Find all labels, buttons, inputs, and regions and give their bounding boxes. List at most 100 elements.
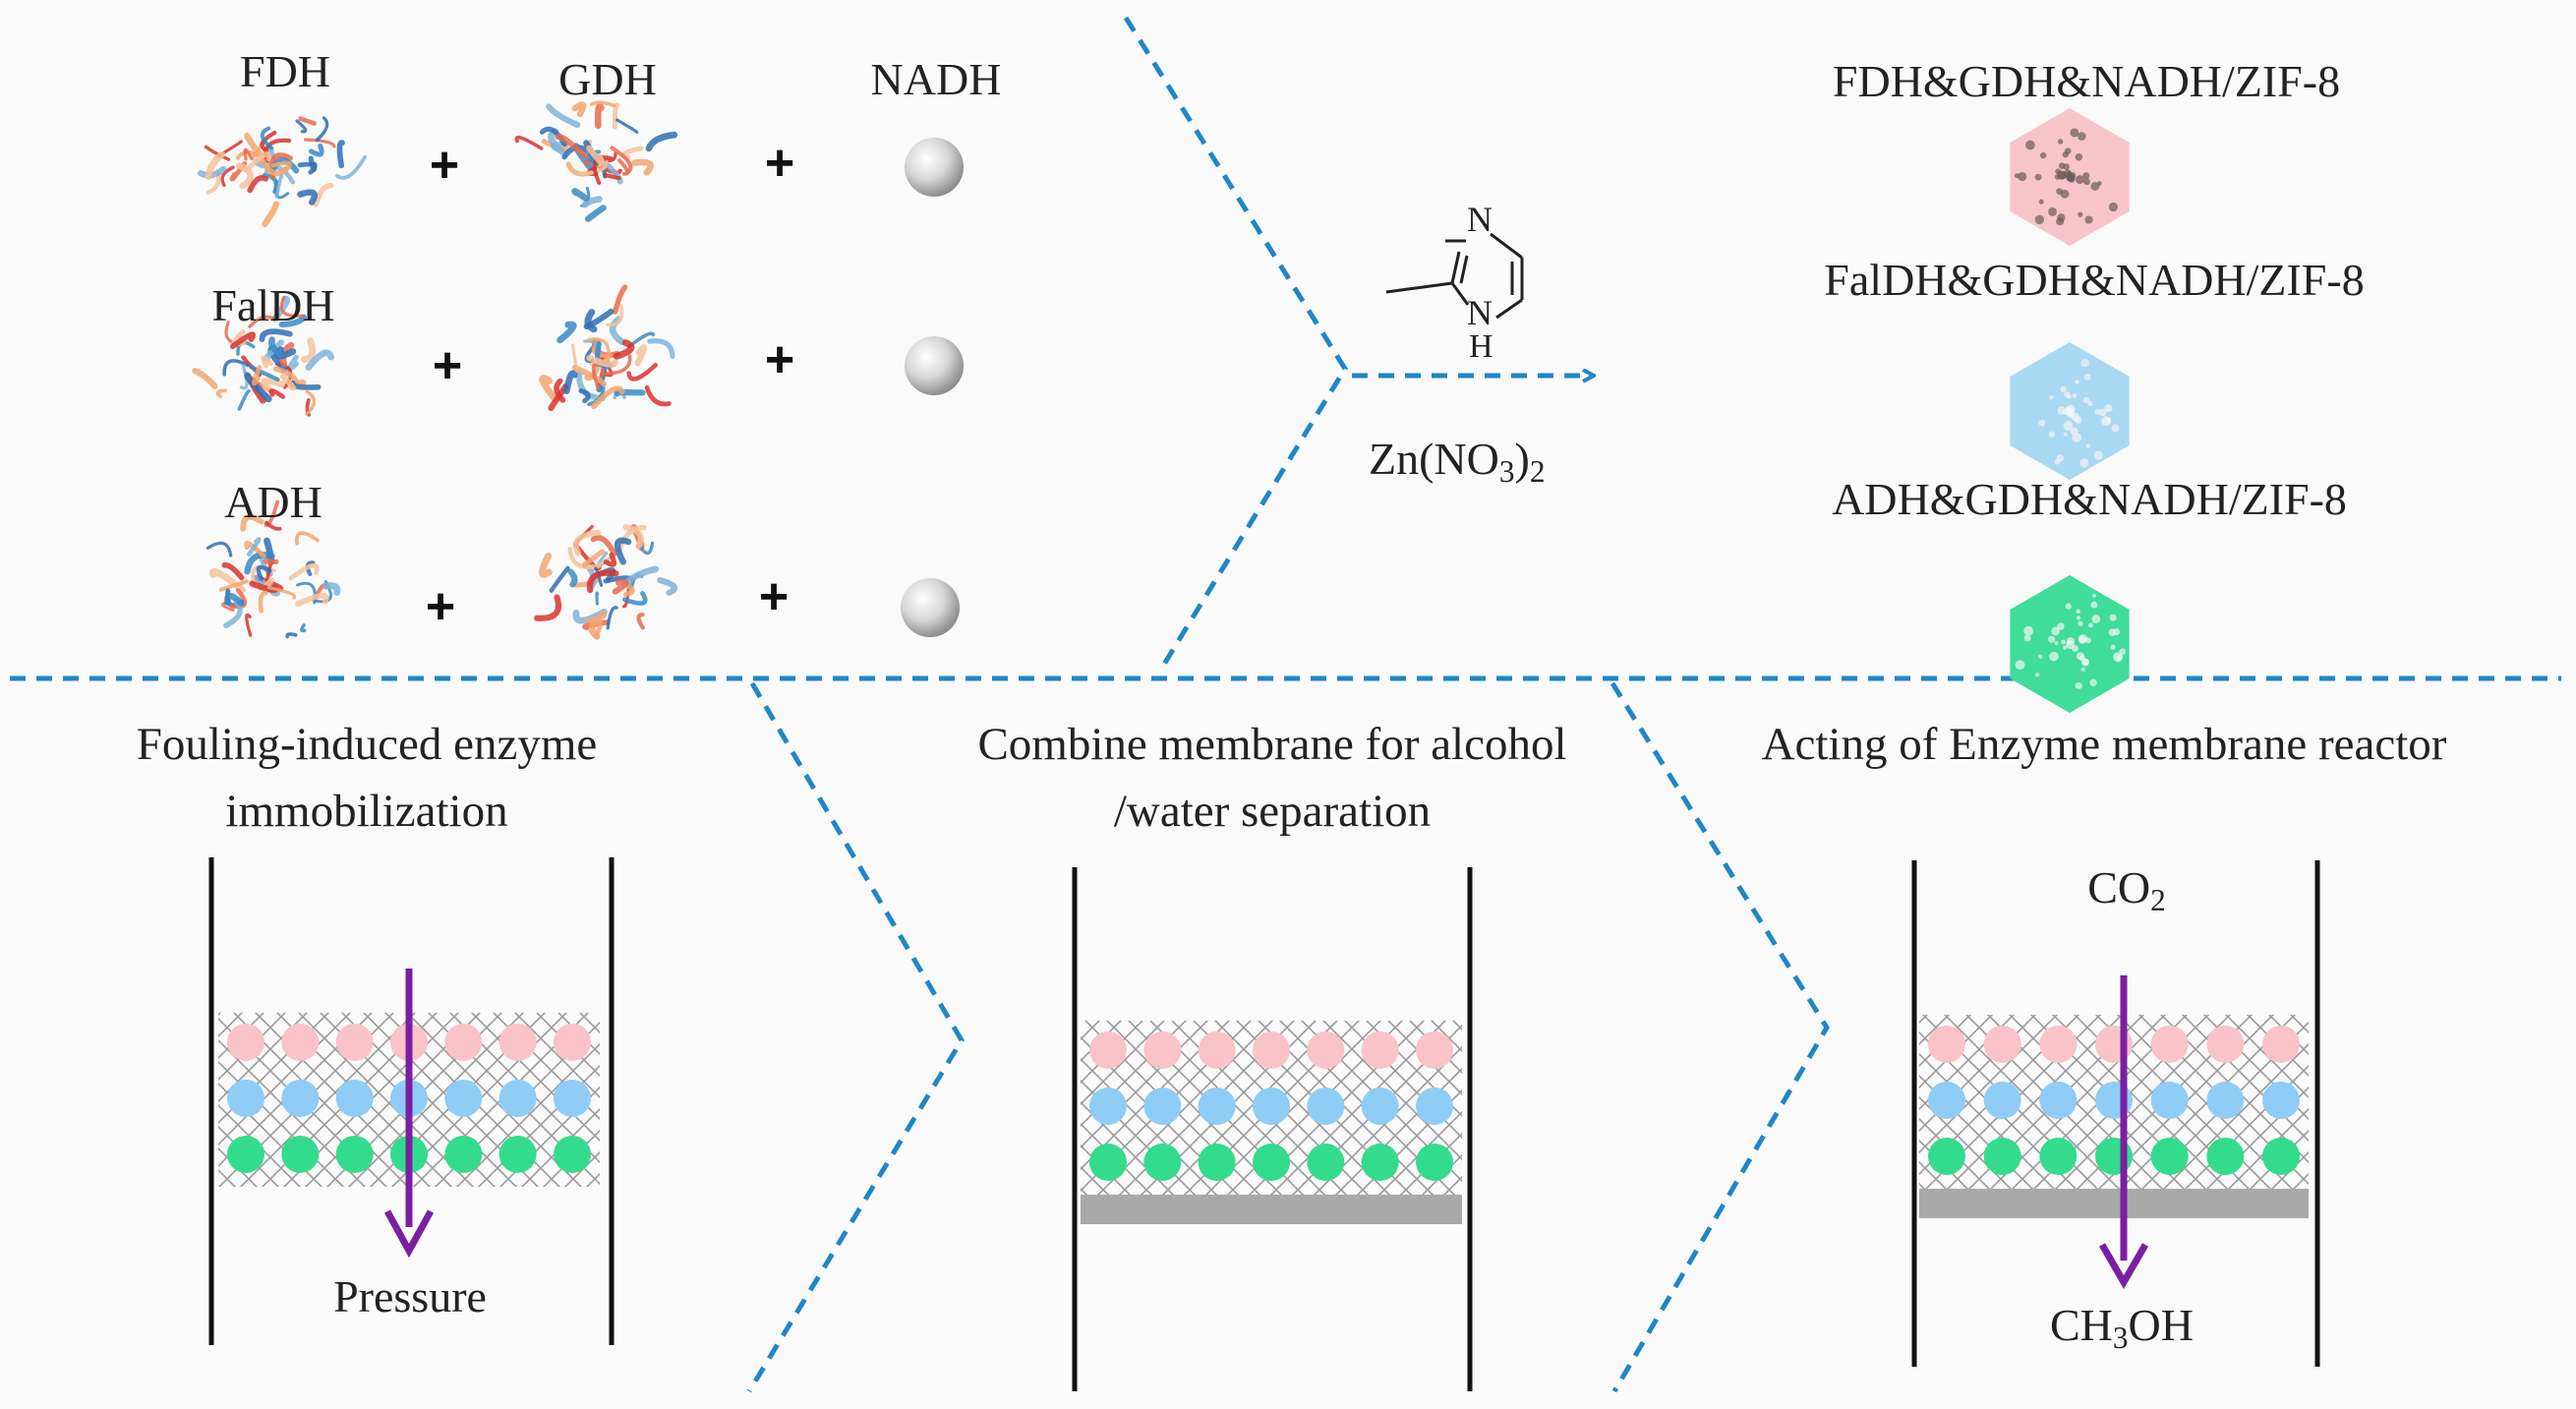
enzyme-zif8-particle xyxy=(1307,1087,1345,1125)
enzyme-zif8-particle xyxy=(2150,1082,2189,1119)
imidazole-nh-atom: N xyxy=(1467,293,1493,332)
membrane-cell xyxy=(1911,860,2320,1367)
step3-title: Acting of Enzyme membrane reactor xyxy=(1761,719,2447,770)
enzyme-zif8-particle xyxy=(498,1024,537,1061)
plus-sign: + xyxy=(764,135,795,192)
enzyme-zif8-particle xyxy=(281,1024,320,1061)
enzyme-zif8-particle xyxy=(1253,1087,1290,1125)
enzyme-zif8-particle xyxy=(2206,1138,2245,1175)
protein-structure-icon xyxy=(197,116,367,228)
nadh-spheres xyxy=(901,138,964,637)
enzyme-zif8-particle xyxy=(1089,1031,1127,1069)
product-label-adh-zif8: ADH&GDH&NADH/ZIF-8 xyxy=(1832,474,2347,524)
divider-step2-chevron xyxy=(1610,681,1830,1393)
enzyme-zif8-particle xyxy=(1307,1144,1345,1181)
zif8-hexagon-icon xyxy=(2010,575,2130,713)
enzyme-zif8-particle xyxy=(498,1080,537,1117)
enzyme-zif8-particle xyxy=(554,1080,591,1117)
enzyme-zif8-particle xyxy=(281,1136,320,1173)
enzyme-zif8-particle xyxy=(444,1136,483,1173)
cofactor-enzyme-label-gdh: GDH xyxy=(558,54,657,104)
enzyme-zif8-particle xyxy=(227,1080,264,1117)
enzyme-zif8-particle xyxy=(1928,1026,1965,1063)
enzyme-zif8-particle xyxy=(2206,1082,2245,1119)
enzyme-zif8-particle xyxy=(2150,1138,2189,1175)
enzyme-zif8-particle xyxy=(2262,1082,2300,1119)
enzyme-zif8-particle xyxy=(1361,1087,1399,1125)
reactor-flow-arrow xyxy=(2098,975,2149,1289)
product-label-faldh-zif8: FalDH&GDH&NADH/ZIF-8 xyxy=(1824,255,2365,305)
plus-sign: + xyxy=(758,568,790,625)
enzyme-zif8-particle xyxy=(281,1080,320,1117)
enzyme-zif8-particle xyxy=(498,1136,537,1173)
enzyme-zif8-particle xyxy=(1143,1087,1182,1125)
enzyme-zif8-particle xyxy=(335,1136,374,1173)
enzyme-zif8-particle xyxy=(2039,1138,2078,1175)
pressure-label: Pressure xyxy=(333,1271,487,1321)
support-layer xyxy=(1081,1195,1462,1224)
protein-structure-icon xyxy=(205,499,341,639)
zif8-particles xyxy=(2010,108,2130,713)
enzyme-zif8-particle xyxy=(1198,1087,1236,1125)
protein-structure-icon xyxy=(514,100,678,222)
imidazole-h-atom: H xyxy=(1469,328,1493,365)
enzyme-zif8-particle xyxy=(1928,1138,1965,1175)
protein-structure-icon xyxy=(192,295,335,417)
support-layer xyxy=(1919,1189,2309,1218)
enzyme-zif8-particle xyxy=(335,1024,374,1061)
nadh-sphere-icon xyxy=(905,336,964,395)
step2-title-line2: /water separation xyxy=(1113,786,1432,837)
plus-sign: + xyxy=(429,137,460,194)
enzyme-structures xyxy=(192,100,678,640)
nadh-sphere-icon xyxy=(905,138,964,197)
enzyme-zif8-particle xyxy=(1143,1031,1182,1069)
enzyme-zif8-particle xyxy=(2039,1026,2078,1063)
imidazole-n-atom: N xyxy=(1467,200,1493,239)
enzyme-zif8-particle xyxy=(1253,1031,1290,1069)
enzyme-zif8-particle xyxy=(2262,1138,2300,1175)
enzyme-label-faldh: FalDH xyxy=(211,280,335,330)
membrane-cell xyxy=(1072,867,1473,1391)
enzyme-zif8-particle xyxy=(227,1136,264,1173)
enzyme-zif8-particle xyxy=(1198,1144,1236,1181)
enzyme-zif8-particle xyxy=(1983,1026,2021,1063)
enzyme-zif8-particle xyxy=(554,1136,591,1173)
enzyme-zif8-particle xyxy=(2150,1026,2189,1063)
enzyme-zif8-particle xyxy=(2206,1026,2245,1063)
enzyme-label-adh: ADH xyxy=(224,477,322,527)
plus-sign: + xyxy=(425,578,456,635)
methanol-label: CH3OH xyxy=(2050,1300,2194,1355)
enzyme-zif8-particle xyxy=(1928,1082,1965,1119)
protein-structure-icon xyxy=(539,284,675,412)
enzyme-zif8-particle xyxy=(1253,1144,1290,1181)
enzyme-label-fdh: FDH xyxy=(239,46,331,96)
enzyme-zif8-particle xyxy=(1089,1144,1127,1181)
enzyme-zif8-particle xyxy=(1416,1031,1453,1069)
section-dividers xyxy=(10,16,2561,1393)
cofactor-label-nadh: NADH xyxy=(870,54,1002,104)
co2-label: CO2 xyxy=(2087,862,2166,917)
enzyme-zif8-particle xyxy=(554,1024,591,1061)
membrane-panels xyxy=(208,857,2320,1391)
enzyme-zif8-particle xyxy=(444,1080,483,1117)
pressure-arrow xyxy=(383,969,435,1259)
enzyme-zif8-particle xyxy=(1198,1031,1236,1069)
enzyme-zif8-particle xyxy=(2262,1026,2300,1063)
enzyme-zif8-particle xyxy=(1983,1082,2021,1119)
zif8-hexagon-icon xyxy=(2010,342,2130,480)
enzyme-zif8-particle xyxy=(1361,1144,1399,1181)
step1-title-line1: Fouling-induced enzyme xyxy=(136,719,598,770)
protein-structure-icon xyxy=(534,524,678,640)
enzyme-zif8-particle xyxy=(2039,1082,2078,1119)
enzyme-zif8-particle xyxy=(1089,1087,1127,1125)
product-label-fdh-zif8: FDH&GDH&NADH/ZIF-8 xyxy=(1832,56,2341,106)
nadh-sphere-icon xyxy=(901,578,960,637)
step2-title-line1: Combine membrane for alcohol xyxy=(977,719,1567,770)
divider-step1-chevron xyxy=(746,681,965,1393)
zif8-hexagon-icon xyxy=(2010,108,2130,246)
enzyme-zif8-particle xyxy=(1361,1031,1399,1069)
enzyme-zif8-particle xyxy=(1416,1144,1453,1181)
enzyme-zif8-particle xyxy=(1983,1138,2021,1175)
